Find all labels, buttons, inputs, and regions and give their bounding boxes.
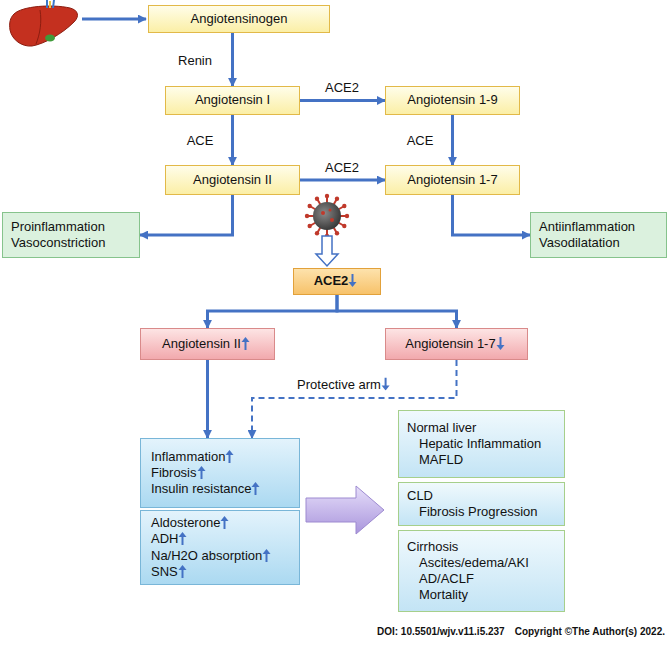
virus-spike-tip [335,196,339,200]
outcome-box: CLDFibrosis Progression [398,482,565,526]
increase-arrow [225,450,234,463]
peptide-box: Angiotensin II [165,165,300,195]
node-text: Normal liver [407,420,556,436]
node-text: Cirrhosis [407,539,556,555]
increase-arrow [197,466,206,479]
node-text: Aldosterone [151,515,289,531]
effect-list-box: AldosteroneADHNa/H2O absorptionSNS [140,510,300,585]
virus-illustration [305,194,349,238]
node-text: Fibrosis [151,465,289,481]
flow-arrow [451,115,454,165]
level-box: Angiotensin 1-7 [385,328,528,360]
node-text: Angiotensin 1-7 [392,172,513,188]
liver-illustration [10,0,78,46]
flow-arrow [206,360,209,438]
node-text: ACE2 [300,273,374,289]
node-text: Angiotensinogen [155,11,323,27]
block-arrow [306,486,384,534]
node-text: Na/H2O absorption [151,548,289,564]
peptide-box: Angiotensin I [165,86,300,115]
virus-spike-tip [342,204,346,208]
decrease-arrow [496,337,505,350]
effect-box: Antiinflammation Vasodilatation [530,212,667,258]
flow-arrow [231,33,234,86]
virus-spike-tip [325,194,329,198]
node-text: Ascites/edema/AKI [407,555,556,571]
flow-arrow [300,99,385,102]
outcome-box: Normal liverHepatic InflammationMAFLD [398,410,565,478]
node-text: Inflammation [151,449,289,465]
flow-arrow [140,195,233,235]
increase-arrow [178,565,187,578]
flow-arrow [337,295,457,328]
effect-list-box: InflammationFibrosisInsulin resistance [140,438,300,508]
virus-spike-tip [342,224,346,228]
virus-spike-tip [345,214,349,218]
peptide-box: Angiotensin 1-9 [385,86,520,115]
node-text: MAFLD [407,452,556,468]
increase-arrow [241,337,250,350]
hollow-arrow [316,236,338,266]
effect-box: Proinflammation Vasoconstriction [2,212,140,258]
source-note: Copyright ©The Author(s) 2022. [515,626,665,637]
virus-spike-tip [315,196,319,200]
virus-spike-tip [307,204,311,208]
node-text: SNS [151,564,289,580]
virus-spike-tip [315,231,319,235]
node-text: Angiotensin II [172,172,293,188]
edge-label: Renin [176,53,214,68]
node-text: Angiotensin 1-7 [392,336,521,352]
flow-arrow [208,295,338,328]
decrease-arrow [348,274,357,287]
substrate-box: Angiotensinogen [148,5,330,33]
peptide-box: Angiotensin 1-7 [385,165,520,195]
edge-label: ACE2 [323,160,361,175]
liver-arrow [82,18,146,21]
node-text: Mortality [407,587,556,603]
increase-arrow [262,549,271,562]
footer: DOI: 10.5501/wjv.v11.i5.237 Copyright ©Th… [377,626,665,637]
flow-arrow [453,195,531,235]
edge-label: ACE [405,133,436,148]
node-text: AD/ACLF [407,571,556,587]
node-text: Antiinflammation Vasodilatation [539,219,658,252]
increase-arrow [220,516,229,529]
enzyme-box: ACE2 [293,268,381,295]
edge-label: ACE [185,133,216,148]
edge-label: ACE2 [323,80,361,95]
outcome-box: CirrhosisAscites/edema/AKIAD/ACLFMortali… [398,530,565,612]
node-text: Angiotensin 1-9 [392,92,513,108]
increase-arrow [251,482,260,495]
level-box: Angiotensin II [140,328,275,360]
node-text: ADH [151,531,289,547]
source-note: DOI: 10.5501/wjv.v11.i5.237 [377,626,505,637]
virus-spike-tip [335,231,339,235]
increase-arrow [178,532,187,545]
node-text: Angiotensin I [172,92,293,108]
node-text: Angiotensin II [147,336,268,352]
flow-arrow [300,179,385,182]
flow-arrow [231,115,234,165]
virus-spike-tip [307,224,311,228]
node-text: Fibrosis Progression [407,504,556,520]
node-text: Proinflammation Vasoconstriction [11,219,131,252]
node-text: Insulin resistance [151,481,289,497]
virus-spike-tip [305,214,309,218]
edge-label: Protective arm [295,377,395,392]
node-text: CLD [407,488,556,504]
node-text: Hepatic Inflammation [407,436,556,452]
decrease-arrow [381,378,390,391]
